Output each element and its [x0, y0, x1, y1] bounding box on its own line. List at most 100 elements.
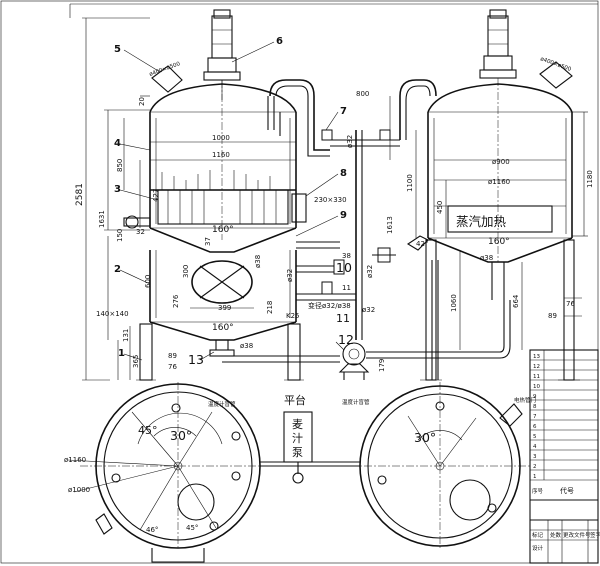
- callout-9: 9: [340, 210, 347, 221]
- tb-row-4: 4: [533, 444, 537, 450]
- dim-365: 365: [132, 355, 140, 368]
- left-leg-left: [139, 323, 153, 381]
- left-cone: [149, 227, 297, 253]
- dim-11: 11: [342, 284, 351, 292]
- dim-phi32d: ø32: [362, 306, 375, 314]
- dim-76a: 76: [168, 363, 177, 371]
- dim-30b: 30°: [414, 430, 436, 445]
- tb-row-1: 1: [533, 474, 537, 480]
- callout-4: 4: [114, 138, 121, 149]
- left-lower-tank: [117, 250, 340, 381]
- dim-32a: 32: [136, 228, 145, 236]
- left-lower-cone: [149, 321, 297, 341]
- callout-12: 12: [338, 332, 354, 347]
- tb-row-11: 11: [533, 374, 540, 380]
- dim-89b: 89: [548, 312, 557, 320]
- dim-664: 664: [512, 294, 520, 308]
- tb-change-file: 更改文件号: [563, 531, 591, 539]
- callout-labels: 1 2 3 4 5 6 7 8 9 10 11 12 13: [114, 36, 354, 367]
- right-manhole: [539, 61, 573, 89]
- callout-11: 11: [336, 312, 350, 325]
- tb-row-3: 3: [533, 454, 537, 460]
- left-leg-right: [287, 323, 301, 381]
- right-leg-right: [563, 239, 575, 381]
- dim-76b: 76: [566, 300, 575, 308]
- label-wort-pump-2: 汁: [292, 432, 303, 445]
- right-dome: [427, 83, 573, 113]
- dim-2581: 2581: [75, 183, 85, 206]
- dim-phi1160p: ø1160: [64, 456, 86, 464]
- dim-600: 600: [144, 275, 152, 288]
- dim-46: 46°: [146, 526, 158, 534]
- tb-row-9: 9: [533, 394, 537, 400]
- tb-row-10: 10: [533, 384, 540, 390]
- tb-row-6: 6: [533, 424, 537, 430]
- dim-150: 150: [116, 229, 124, 242]
- dim-140x140: 140×140: [96, 310, 129, 318]
- dim-1613: 1613: [386, 216, 394, 234]
- callout-7: 7: [340, 106, 347, 117]
- dim-45b: 45°: [186, 524, 198, 532]
- dim-phi38b: ø38: [240, 342, 253, 350]
- dim-850: 850: [116, 159, 124, 172]
- valve-7: [321, 129, 333, 141]
- piping: [269, 79, 511, 380]
- dim-218: 218: [266, 301, 274, 314]
- plan-left: [67, 382, 276, 563]
- annotation-texts: 蒸汽加热 平台 麦 汁 泵 温度计盲管 温度计盲管 电热管门: [208, 214, 536, 459]
- left-motor: [211, 15, 233, 59]
- dim-160a: 160°: [212, 225, 234, 235]
- label-wort-pump-3: 泵: [292, 446, 303, 459]
- dim-1160: 1160: [212, 151, 230, 159]
- dim-427: 427: [152, 189, 160, 202]
- tb-row-2: 2: [533, 464, 537, 470]
- dim-1180: 1180: [586, 170, 594, 188]
- dim-30a: 30°: [170, 428, 192, 443]
- dim-phi32b: ø32: [286, 269, 294, 282]
- dim-179: 179: [378, 359, 386, 372]
- dim-phi1000p: ø1000: [68, 486, 90, 494]
- plan-left-hole-b: [231, 471, 241, 481]
- callout-2: 2: [114, 264, 121, 275]
- dim-1000: 1000: [212, 134, 230, 142]
- right-motor: [487, 15, 509, 57]
- tb-row-12: 12: [533, 364, 540, 370]
- dim-230x330: 230×330: [314, 196, 347, 204]
- dim-42: 42°: [416, 240, 428, 248]
- plan-left-outlet: [151, 548, 205, 563]
- title-block-texts: 13 12 11 10 9 8 7 6 5 4 3 2 1 序号 代号 标记 处…: [532, 354, 600, 552]
- dim-800: 800: [356, 90, 369, 98]
- dim-phi1160r: ø1160: [488, 178, 510, 186]
- right-cone: [427, 237, 573, 263]
- label-thermo-right: 温度计盲管: [342, 398, 370, 406]
- right-leg-left: [425, 239, 437, 381]
- dim-reducer: 变径ø32/ø38: [308, 301, 351, 310]
- dim-phi38c: ø38: [480, 254, 493, 262]
- label-steam-heating: 蒸汽加热: [456, 214, 507, 229]
- plan-right: [350, 382, 530, 550]
- dim-1631: 1631: [98, 210, 106, 228]
- dim-phi38a: ø38: [254, 255, 262, 268]
- left-motor-base: [203, 71, 241, 81]
- label-wort-pump-1: 麦: [292, 418, 303, 431]
- title-block: [529, 349, 599, 564]
- dim-450: 450: [436, 201, 444, 214]
- callout-6: 6: [276, 36, 283, 47]
- tb-mark: 标记: [532, 531, 544, 539]
- dim-1060: 1060: [450, 294, 458, 312]
- callout-13: 13: [188, 352, 204, 367]
- dim-phi32c: ø32: [366, 265, 374, 278]
- dim-phi900: ø900: [492, 158, 510, 166]
- left-gearbox: [207, 57, 237, 73]
- dim-20: 20: [138, 97, 146, 106]
- tb-col-code: 代号: [560, 486, 574, 495]
- callout-8: 8: [340, 168, 347, 179]
- dim-300: 300: [182, 265, 190, 278]
- pump: [342, 342, 366, 366]
- label-thermo-left: 温度计盲管: [208, 400, 236, 408]
- left-motor-cap: [213, 9, 231, 19]
- label-platform: 平台: [284, 393, 306, 407]
- callout-3: 3: [114, 184, 121, 195]
